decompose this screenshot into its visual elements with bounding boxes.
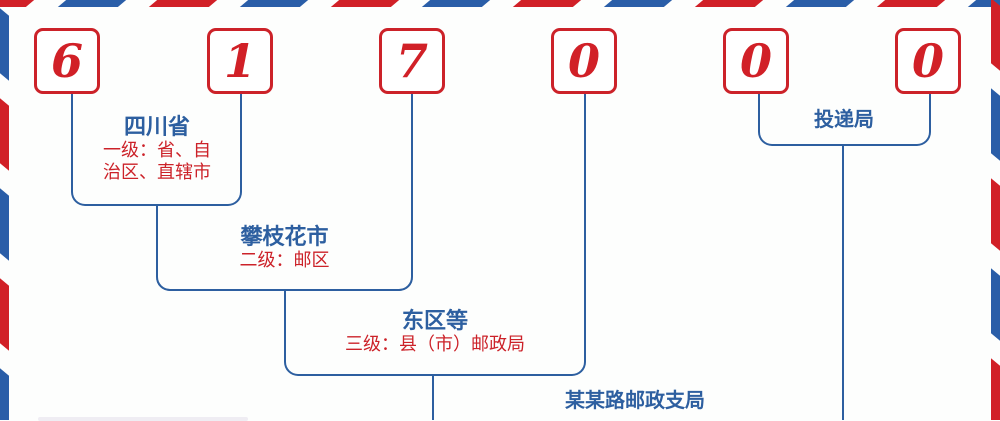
connector-line: [411, 94, 413, 244]
connector-line: [584, 94, 586, 324]
label-city: 攀枝花市 二级：邮区: [157, 224, 412, 272]
province-sub-line2: 治区、直辖市: [103, 161, 211, 183]
branch-title: 某某路邮政支局: [565, 388, 705, 412]
postcode-digit-3: 7: [379, 28, 445, 94]
bottom-fade-element: [38, 417, 248, 421]
postcode-digit-6: 0: [895, 28, 961, 94]
delivery-title: 投递局: [814, 107, 874, 131]
province-title: 四川省: [123, 114, 190, 140]
label-province: 四川省 一级：省、自 治区、直辖市: [72, 114, 242, 184]
connector-line: [842, 146, 844, 420]
airmail-stripe-right: [991, 0, 1000, 420]
province-sub-line1: 一级：省、自: [103, 140, 211, 162]
postcode-digit-1: 6: [34, 28, 100, 94]
label-delivery: 投递局: [759, 107, 929, 131]
city-title: 攀枝花市: [240, 224, 329, 250]
bracket-delivery: [758, 94, 931, 146]
bracket-province: [71, 94, 242, 206]
postcode-digit-5: 0: [723, 28, 789, 94]
postcode-digit-4: 0: [551, 28, 617, 94]
district-title: 东区等: [401, 308, 468, 334]
label-branch: 某某路邮政支局: [540, 388, 730, 412]
airmail-stripe-left: [0, 0, 9, 420]
district-sub: 三级：县（市）邮政局: [345, 334, 525, 356]
label-district: 东区等 三级：县（市）邮政局: [285, 308, 585, 356]
bracket-district: [284, 310, 586, 376]
airmail-stripe-top: [0, 0, 1000, 7]
postcode-digit-2: 1: [207, 28, 273, 94]
city-sub: 二级：邮区: [239, 250, 330, 272]
connector-line: [432, 376, 434, 420]
bracket-city-bottom: [156, 230, 413, 291]
